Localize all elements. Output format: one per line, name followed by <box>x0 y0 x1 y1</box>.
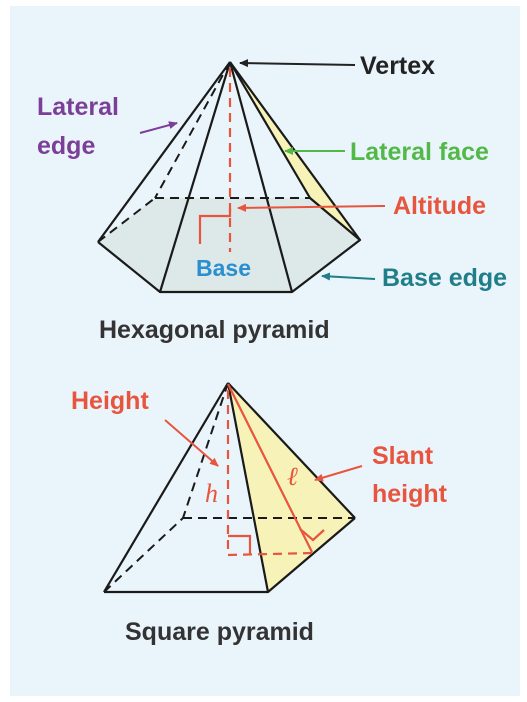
sq-hidden-edges <box>103 382 355 593</box>
sq-slant-right-angle <box>299 528 325 542</box>
hexagonal-pyramid-caption: Hexagonal pyramid <box>99 316 330 344</box>
lateral-edge-label-line2: edge <box>37 132 95 160</box>
base-edge-arrow <box>321 272 376 281</box>
lateral-face-label: Lateral face <box>350 138 489 166</box>
vertex-arrow <box>239 59 356 68</box>
hexagonal-pyramid: Vertex Lateral edge Lateral face Altitud… <box>37 52 507 344</box>
vertex-label: Vertex <box>360 52 435 80</box>
base-edge-label: Base edge <box>382 264 507 292</box>
square-pyramid: Height h ℓ Slant height Square pyramid <box>71 382 448 646</box>
slant-height-arrow <box>314 465 363 482</box>
base-label: Base <box>196 255 251 281</box>
square-pyramid-caption: Square pyramid <box>125 618 314 646</box>
hex-visible-edges <box>97 61 362 294</box>
slant-height-label-line1: Slant <box>372 442 434 470</box>
hex-base-face <box>98 198 360 292</box>
altitude-label: Altitude <box>393 192 486 220</box>
sq-slant-line <box>227 383 313 553</box>
hex-hidden-edges <box>97 61 310 243</box>
height-label: Height <box>71 387 149 415</box>
altitude-arrow <box>237 203 386 212</box>
lateral-edge-arrow <box>139 121 178 134</box>
slant-symbol: ℓ <box>287 462 298 491</box>
sq-lateral-face <box>228 383 355 592</box>
hex-right-angle-mark <box>198 208 232 244</box>
slant-height-label-line2: height <box>372 480 448 508</box>
height-arrow <box>164 419 219 467</box>
lateral-edge-label-line1: Lateral <box>37 93 119 121</box>
diagram-canvas: Vertex Lateral edge Lateral face Altitud… <box>10 6 520 696</box>
sq-visible-edges <box>103 382 356 594</box>
sq-height-right-angle <box>228 534 252 555</box>
h-symbol: h <box>205 479 218 508</box>
